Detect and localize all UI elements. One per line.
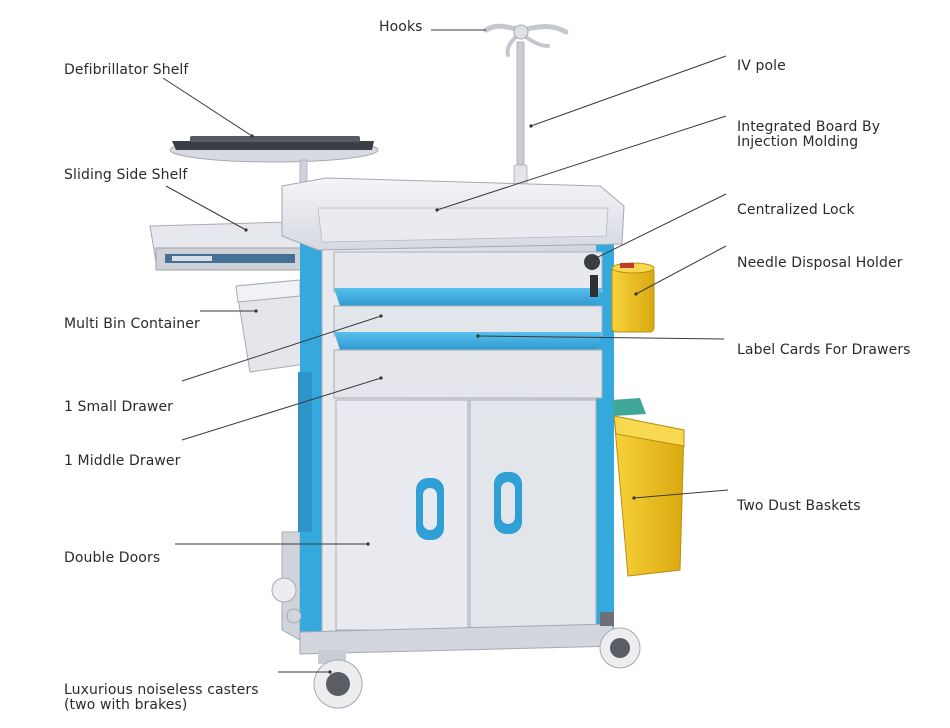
multi-bin-container [235,279,307,373]
dust-baskets [612,398,685,577]
label-needle-disposal-holder: Needle Disposal Holder [737,255,903,271]
label-casters-line1: Luxurious noiseless casters [64,682,259,698]
label-casters-line2: (two with brakes) [64,697,188,713]
label-hooks: Hooks [379,19,423,35]
label-middle-drawer: 1 Middle Drawer [64,453,181,469]
needle-disposal-holder [611,262,655,333]
label-small-drawer: 1 Small Drawer [64,399,174,415]
label-defibrillator-shelf: Defibrillator Shelf [64,62,189,78]
label-label-cards: Label Cards For Drawers [737,342,911,358]
leader-lines [162,29,729,674]
cart-body [281,177,625,655]
label-iv-pole: IV pole [737,58,786,74]
iv-pole [513,41,528,194]
label-integrated-board-line1: Integrated Board By [737,119,881,135]
label-sliding-side-shelf: Sliding Side Shelf [64,167,188,183]
label-integrated-board-line2: Injection Molding [737,134,859,150]
label-multi-bin-container: Multi Bin Container [64,316,200,332]
label-centralized-lock: Centralized Lock [737,202,855,218]
label-two-dust-baskets: Two Dust Baskets [737,498,861,514]
label-double-doors: Double Doors [64,550,161,566]
hooks-icon [483,23,569,57]
